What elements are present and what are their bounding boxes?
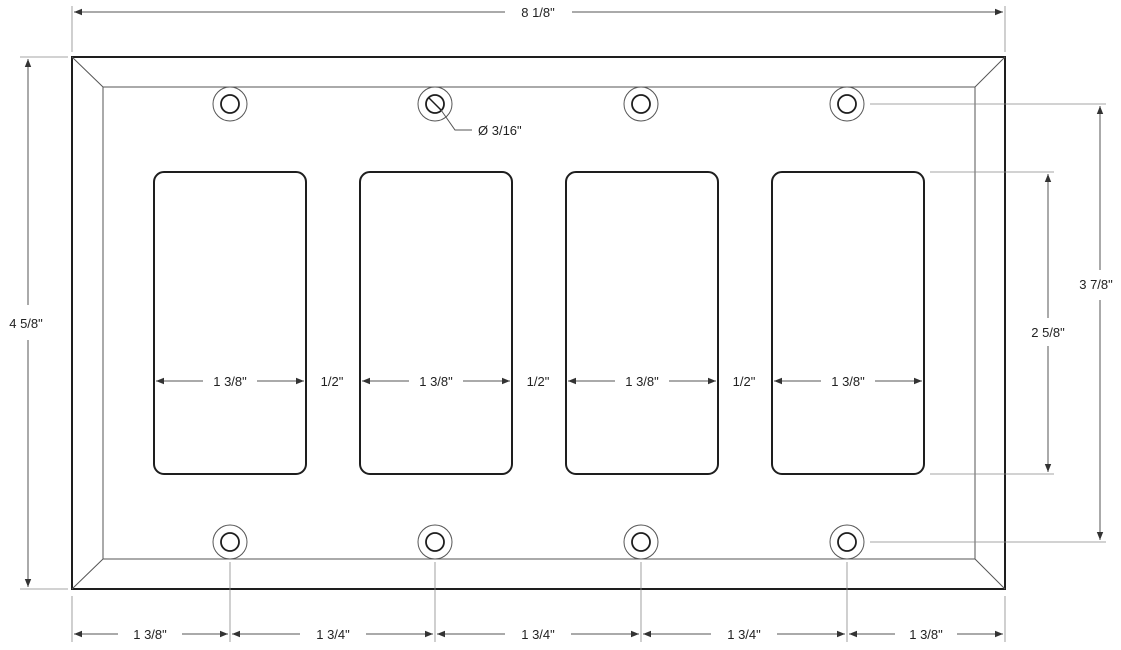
screw-hole-top-4: [829, 86, 865, 122]
gap-3-label: 1/2": [733, 374, 756, 389]
plate-inner-bevel-edge: [102, 86, 976, 560]
gap-2-label: 1/2": [527, 374, 550, 389]
rocker-opening-4: [771, 171, 925, 475]
screw-hole-top-2: [417, 86, 453, 122]
bottom-segment-1-label: 1 3/8": [133, 627, 167, 642]
bevel-line-tr: [974, 56, 1006, 88]
overall-height-dimension: 4 5/8": [9, 56, 68, 590]
opening-width-dimensions: 1 3/8" 1/2" 1 3/8" 1/2" 1 3/8" 1/2" 1 3/…: [156, 374, 922, 389]
opening-2-width-label: 1 3/8": [419, 374, 453, 389]
hole-diameter-label: Ø 3/16": [478, 123, 522, 138]
bottom-segment-3-label: 1 3/4": [521, 627, 555, 642]
bevel-line-br: [974, 558, 1006, 590]
rocker-opening-1: [153, 171, 307, 475]
bottom-segment-4-label: 1 3/4": [727, 627, 761, 642]
opening-height-dimension: 2 5/8": [930, 171, 1065, 475]
overall-width-dimension: 8 1/8": [71, 5, 1006, 52]
overall-width-label: 8 1/8": [521, 5, 555, 20]
opening-3-width-label: 1 3/8": [625, 374, 659, 389]
screw-hole-bottom-4: [829, 524, 865, 560]
hole-spacing-label: 3 7/8": [1079, 277, 1113, 292]
opening-1-width-label: 1 3/8": [213, 374, 247, 389]
screw-hole-top-1: [212, 86, 248, 122]
screw-holes: [212, 86, 865, 560]
opening-4-width-label: 1 3/8": [831, 374, 865, 389]
screw-hole-top-3: [623, 86, 659, 122]
bottom-segment-2-label: 1 3/4": [316, 627, 350, 642]
bottom-segment-5-label: 1 3/8": [909, 627, 943, 642]
rocker-openings: [153, 171, 925, 475]
gap-1-label: 1/2": [321, 374, 344, 389]
screw-hole-bottom-2: [417, 524, 453, 560]
rocker-opening-2: [359, 171, 513, 475]
rocker-opening-3: [565, 171, 719, 475]
bevel-line-bl: [71, 558, 104, 590]
bevel-line-tl: [71, 56, 104, 88]
overall-height-label: 4 5/8": [9, 316, 43, 331]
hole-spacing-dimension: 3 7/8": [870, 103, 1113, 543]
hole-diameter-callout: Ø 3/16": [440, 109, 522, 138]
opening-height-label: 2 5/8": [1031, 325, 1065, 340]
bottom-chain-dimension: 1 3/8" 1 3/4" 1 3/4" 1 3/4" 1 3/8": [71, 562, 1006, 642]
screw-hole-bottom-1: [212, 524, 248, 560]
screw-hole-bottom-3: [623, 524, 659, 560]
